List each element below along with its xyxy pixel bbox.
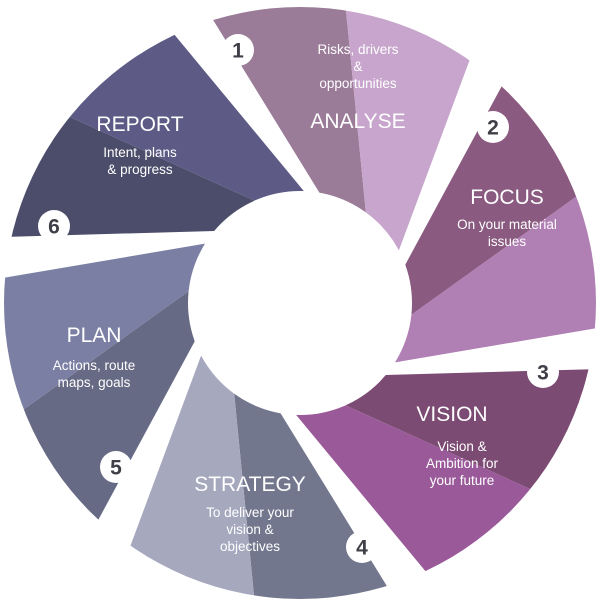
segment-5-light <box>4 243 206 422</box>
step-number: 4 <box>356 537 368 560</box>
step-number: 6 <box>48 216 60 239</box>
step-number-badge <box>527 356 559 388</box>
step-number-badge <box>100 451 132 483</box>
step-title: REPORT <box>96 113 183 136</box>
step-number: 5 <box>110 457 122 480</box>
step-number-badge <box>477 111 509 143</box>
step-number: 1 <box>232 40 244 63</box>
step-number-badge <box>222 34 254 66</box>
step-title: PLAN <box>67 324 122 347</box>
step-title: STRATEGY <box>194 473 306 496</box>
segment-2-light <box>394 184 596 363</box>
segment-1-light <box>343 7 477 251</box>
step-number-badge <box>38 210 70 242</box>
step-number: 2 <box>487 117 499 140</box>
segment-6-labels: 6 REPORT Intent, plans& progress <box>38 113 184 242</box>
segment-3-dark <box>345 368 596 498</box>
step-title: VISION <box>416 403 487 426</box>
step-title: ANALYSE <box>310 110 405 133</box>
step-description: Risks, drivers&opportunities <box>317 42 398 91</box>
segment-6-dark <box>4 108 255 238</box>
step-number-badge <box>346 531 378 563</box>
step-number: 3 <box>537 362 549 385</box>
step-title: FOCUS <box>470 186 544 209</box>
step-description: Intent, plans& progress <box>103 145 177 177</box>
segment-4-light <box>123 355 257 599</box>
center-hole <box>188 191 412 415</box>
